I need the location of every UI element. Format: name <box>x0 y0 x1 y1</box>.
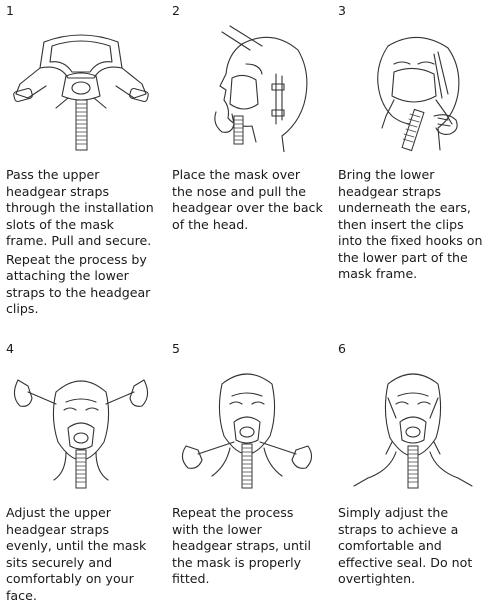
step-instructions: Repeat the process with the lower headge… <box>172 505 324 588</box>
step-number: 1 <box>6 4 14 18</box>
step-instructions: Simply adjust the straps to achieve a co… <box>338 505 482 588</box>
step-number: 2 <box>172 4 180 18</box>
step-instructions: Place the mask over the nose and pull th… <box>172 167 324 233</box>
step-number: 6 <box>338 342 346 356</box>
front-face-upper-straps-illustration <box>6 362 156 490</box>
front-face-lower-straps-illustration <box>172 362 322 490</box>
step-paragraph: Repeat the process with the lower headge… <box>172 505 324 588</box>
head-clip-illustration <box>338 24 482 152</box>
step-instructions: Pass the upper headgear straps through t… <box>6 167 158 318</box>
step-number: 4 <box>6 342 14 356</box>
step-number: 3 <box>338 4 346 18</box>
mask-frame-illustration <box>6 24 156 152</box>
step-number: 5 <box>172 342 180 356</box>
step-paragraph: Pass the upper headgear straps through t… <box>6 167 158 250</box>
head-side-illustration <box>172 24 322 152</box>
instruction-page: 1 <box>0 0 482 584</box>
fitted-mask-illustration <box>338 362 482 490</box>
step-instructions: Adjust the upper headgear straps evenly,… <box>6 505 158 604</box>
step-paragraph: Simply adjust the straps to achieve a co… <box>338 505 482 588</box>
step-paragraph: Adjust the upper headgear straps evenly,… <box>6 505 158 604</box>
step-paragraph: Bring the lower headgear straps undernea… <box>338 167 482 283</box>
step-paragraph: Place the mask over the nose and pull th… <box>172 167 324 233</box>
step-instructions: Bring the lower headgear straps undernea… <box>338 167 482 283</box>
step-paragraph: Repeat the process by attaching the lowe… <box>6 252 158 318</box>
